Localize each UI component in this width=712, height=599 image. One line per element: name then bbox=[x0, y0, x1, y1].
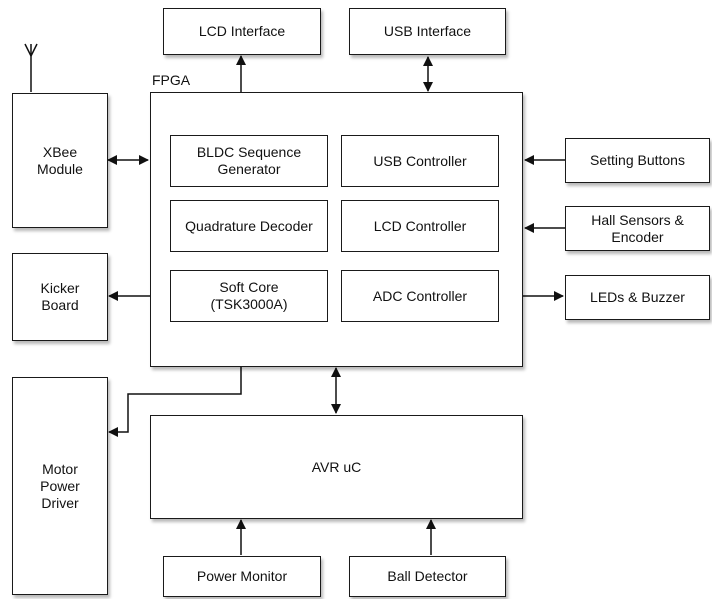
adc-controller-block: ADC Controller bbox=[341, 270, 499, 322]
kicker-board-box: Kicker Board bbox=[12, 253, 108, 341]
setting-buttons-box: Setting Buttons bbox=[565, 138, 710, 183]
xbee-module-box: XBee Module bbox=[12, 93, 108, 228]
hall-sensors-encoder-box: Hall Sensors & Encoder bbox=[565, 206, 710, 251]
bldc-sequence-generator-block: BLDC Sequence Generator bbox=[170, 135, 328, 187]
arrow-fpga-motor-driver bbox=[108, 367, 242, 437]
quadrature-decoder-block: Quadrature Decoder bbox=[170, 200, 328, 252]
ball-detector-box: Ball Detector bbox=[349, 556, 506, 597]
usb-interface-box: USB Interface bbox=[349, 8, 506, 55]
motor-power-driver-box: Motor Power Driver bbox=[12, 377, 108, 595]
antenna-icon bbox=[24, 43, 38, 92]
power-monitor-box: Power Monitor bbox=[163, 556, 321, 597]
fpga-label: FPGA bbox=[152, 72, 191, 88]
leds-buzzer-box: LEDs & Buzzer bbox=[565, 275, 710, 320]
lcd-interface-box: LCD Interface bbox=[163, 8, 321, 55]
lcd-controller-block: LCD Controller bbox=[341, 200, 499, 252]
usb-controller-block: USB Controller bbox=[341, 135, 499, 187]
avr-uc-box: AVR uC bbox=[150, 415, 523, 519]
soft-core-block: Soft Core (TSK3000A) bbox=[170, 270, 328, 322]
